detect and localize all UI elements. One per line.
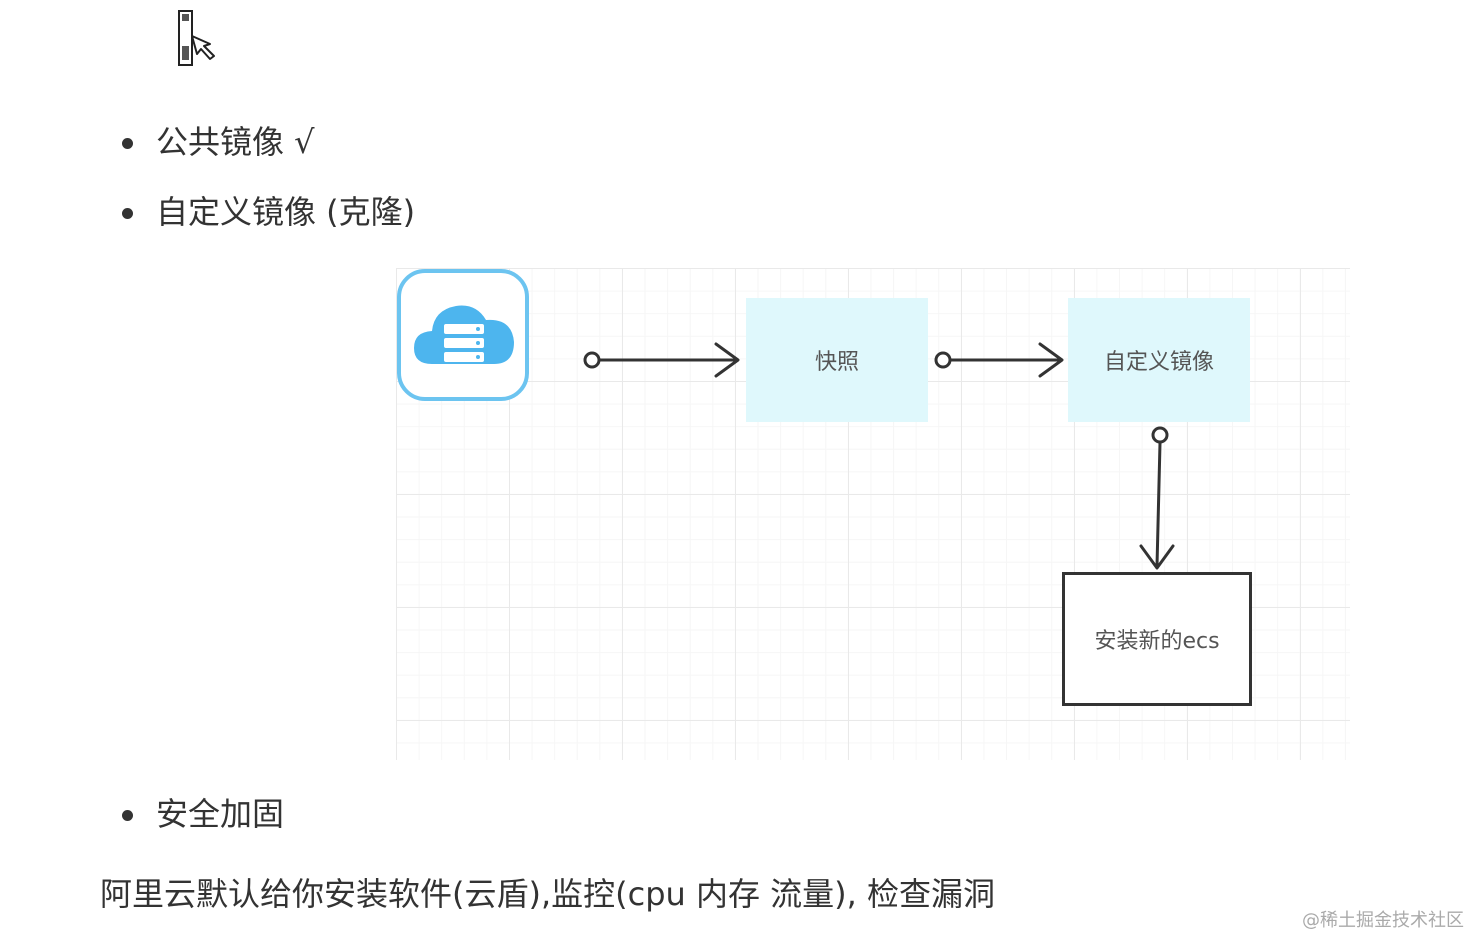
bullet-list-bottom: 安全加固 <box>120 792 284 836</box>
arrowhead-custom-icon <box>1038 342 1064 378</box>
watermark: @稀土掘金技术社区 <box>1302 910 1464 931</box>
mouse-cursor-icon <box>178 10 215 66</box>
connector-start-dot-2 <box>934 351 952 369</box>
bullet-public-image: 公共镜像 √ <box>120 120 415 164</box>
image-flow-diagram: 快照 自定义镜像 安装新的ecs <box>396 268 1350 760</box>
cloud-server-icon <box>397 269 529 401</box>
arrowhead-ecs-icon <box>1139 544 1175 570</box>
bullet-custom-image: 自定义镜像 (克隆) <box>120 190 415 234</box>
bullet-list-top: 公共镜像 √ 自定义镜像 (克隆) <box>120 120 415 260</box>
bullet-security-hardening: 安全加固 <box>120 792 284 836</box>
arrowhead-snapshot-icon <box>714 342 740 378</box>
snapshot-node <box>746 298 928 422</box>
connector-start-dot-1 <box>583 351 601 369</box>
new-ecs-node <box>1062 572 1252 706</box>
diagram-connectors <box>583 342 1175 570</box>
custom-image-label: 自定义镜像 <box>1103 350 1214 375</box>
arrow-custom-to-ecs <box>1155 441 1162 568</box>
custom-image-node <box>1068 298 1250 422</box>
connector-start-dot-3 <box>1151 426 1169 444</box>
new-ecs-label: 安装新的ecs <box>1094 629 1220 654</box>
security-description: 阿里云默认给你安装软件(云盾),监控(cpu 内存 流量), 检查漏洞 <box>100 875 995 913</box>
snapshot-label: 快照 <box>814 350 859 375</box>
